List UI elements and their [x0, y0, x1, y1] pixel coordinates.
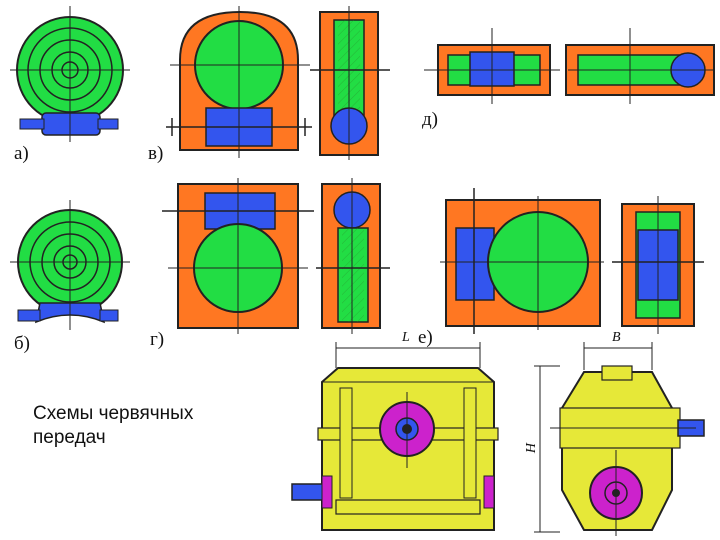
scheme-g-side	[316, 178, 390, 334]
scheme-d-left	[424, 28, 560, 104]
scheme-v-side	[310, 6, 390, 160]
worm	[41, 112, 101, 136]
figure-caption: Схемы червячных передач	[33, 402, 193, 450]
scheme-v-front	[166, 6, 312, 158]
caption-line-2: передач	[33, 427, 106, 448]
dimension-h: H	[524, 442, 540, 454]
label-d: д)	[422, 109, 438, 130]
label-a: а)	[14, 143, 29, 164]
scheme-d-right	[565, 28, 715, 104]
dimension-b: B	[612, 330, 621, 345]
scheme-e-front	[440, 188, 604, 334]
label-v: в)	[148, 143, 164, 164]
output-shaft	[291, 483, 327, 501]
scheme-a	[10, 6, 130, 142]
dimension-l: L	[402, 330, 410, 345]
label-e: е)	[418, 327, 433, 348]
scheme-b	[10, 200, 130, 330]
label-g: г)	[150, 329, 165, 350]
scheme-e-side	[612, 196, 704, 334]
label-b: б)	[14, 333, 30, 354]
caption-line-1: Схемы червячных	[33, 403, 194, 424]
reducer-front-view	[291, 342, 499, 531]
reducer-side-view	[534, 342, 705, 536]
scheme-g-front	[162, 178, 314, 334]
